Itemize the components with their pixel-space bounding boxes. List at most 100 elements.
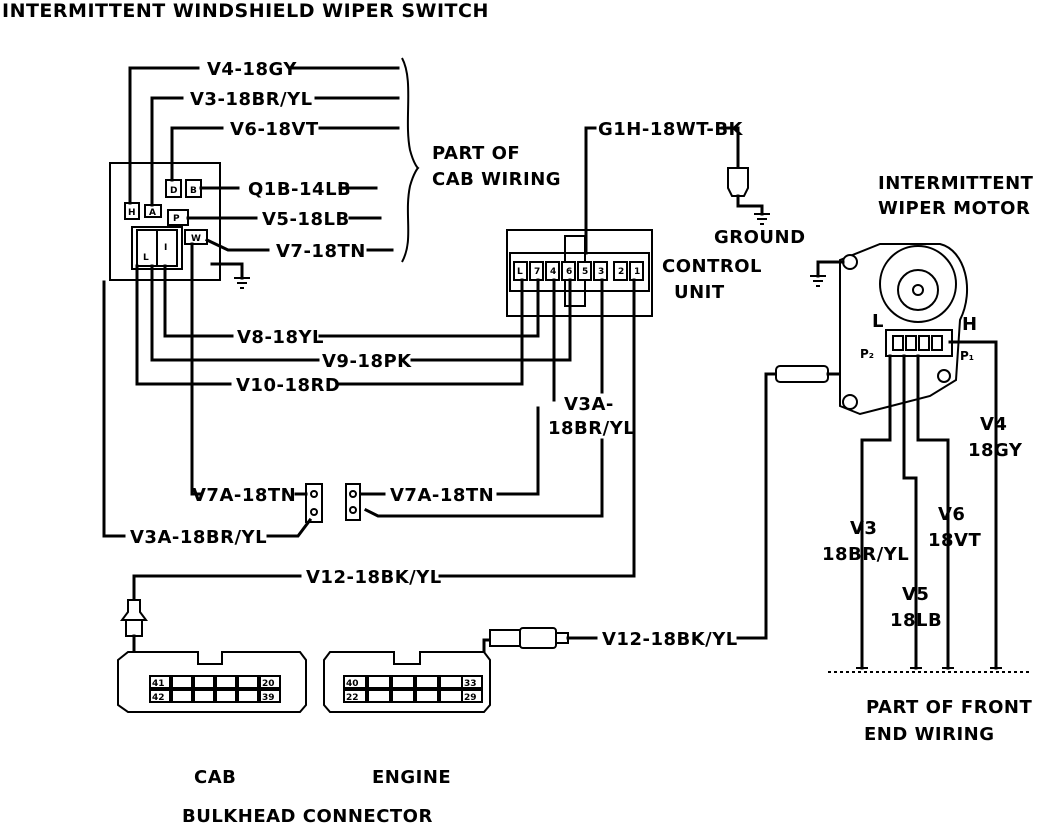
wire-v10-right xyxy=(336,278,524,386)
label-v3a-bottom: V3A-18BR/YL xyxy=(130,527,267,548)
label-v7a-left: V7A-18TN xyxy=(192,485,296,506)
label-v12-top: V12-18BK/YL xyxy=(306,567,442,588)
cab-wiring-line2: CAB WIRING xyxy=(432,169,561,190)
wire-front-v6 xyxy=(916,354,950,670)
wire-v7a-right xyxy=(496,278,556,496)
label-v7: V7-18TN xyxy=(276,241,366,262)
svg-text:1: 1 xyxy=(634,267,640,277)
wire-front-v5 xyxy=(902,354,918,670)
bulkhead-cab-label: CAB xyxy=(194,767,236,788)
label-q1b: Q1B-14LB xyxy=(248,179,351,200)
v12-cab-terminal xyxy=(125,619,143,637)
svg-text:6: 6 xyxy=(566,267,572,277)
wire-v4-switch xyxy=(128,66,200,205)
v12-socket xyxy=(519,627,557,649)
wire-v6-switch xyxy=(170,126,224,182)
cab-wiring-brace xyxy=(401,57,420,263)
label-front-v4-2: 18GY xyxy=(968,440,1023,461)
label-front-v5-2: 18LB xyxy=(890,610,942,631)
label-front-v3-1: V3 xyxy=(850,518,877,539)
bulkhead-caption: BULKHEAD CONNECTOR xyxy=(182,806,433,824)
label-v6: V6-18VT xyxy=(230,119,319,140)
control-unit-connector xyxy=(509,252,650,292)
v12-motor-connector xyxy=(775,365,829,383)
switch-plug xyxy=(131,226,183,270)
svg-text:D: D xyxy=(170,186,177,196)
svg-text:41: 41 xyxy=(152,679,165,689)
label-v3: V3-18BR/YL xyxy=(190,89,313,110)
wire-v8-left xyxy=(163,264,234,338)
wire-v3a-bottom-left xyxy=(102,280,126,538)
ground-label: GROUND xyxy=(714,227,806,248)
motor-terminal-p2: P₂ xyxy=(860,347,874,361)
svg-text:40: 40 xyxy=(346,679,359,689)
label-v4: V4-18GY xyxy=(207,59,297,80)
label-v7a-right: V7A-18TN xyxy=(390,485,494,506)
label-v8: V8-18YL xyxy=(237,327,324,348)
wire-v12-right-run xyxy=(438,278,636,578)
svg-text:20: 20 xyxy=(262,679,275,689)
svg-text:33: 33 xyxy=(464,679,477,689)
control-unit-line1: CONTROL xyxy=(662,256,762,277)
svg-text:L: L xyxy=(517,267,523,277)
switch-terminals: H A D B P W L I xyxy=(124,179,208,270)
label-g1h: G1H-18WT-BK xyxy=(598,119,744,140)
svg-text:I: I xyxy=(164,243,167,253)
wire-v12-left-run xyxy=(132,574,302,602)
label-v5: V5-18LB xyxy=(262,209,350,230)
control-unit-line2: UNIT xyxy=(674,282,725,303)
motor-terminal-l: L xyxy=(872,311,884,332)
ground-symbol xyxy=(754,213,770,225)
wire-g1h-right xyxy=(720,126,740,170)
svg-text:W: W xyxy=(191,234,201,244)
svg-text:29: 29 xyxy=(464,693,477,703)
v12-tip xyxy=(555,632,569,644)
svg-text:3: 3 xyxy=(598,267,604,277)
ground-lead xyxy=(736,194,764,216)
wire-v3-switch xyxy=(150,96,184,207)
label-front-v5-1: V5 xyxy=(902,584,929,605)
wire-v7a-left xyxy=(190,242,202,496)
v7a-connector-left xyxy=(305,483,323,523)
wire-v9-left xyxy=(150,264,320,362)
svg-text:A: A xyxy=(149,208,156,218)
wire-front-v3 xyxy=(860,354,892,670)
svg-text:2: 2 xyxy=(618,267,624,277)
motor-label-line1: INTERMITTENT xyxy=(878,173,1034,194)
label-front-v6-1: V6 xyxy=(938,504,965,525)
engine-connector-cells: 40 22 33 29 xyxy=(343,675,483,703)
svg-text:5: 5 xyxy=(582,267,588,277)
motor-mount-bottom xyxy=(842,394,858,410)
switch-ground-wire xyxy=(210,262,244,280)
motor-terminal-p1: P₁ xyxy=(960,349,974,363)
svg-text:4: 4 xyxy=(550,267,556,277)
cab-wiring-line1: PART OF xyxy=(432,143,520,164)
label-v3a-1: V3A- xyxy=(564,394,614,415)
v12-cab-splice xyxy=(120,599,148,621)
wire-v12-to-motor xyxy=(736,372,778,640)
label-front-v6-2: 18VT xyxy=(928,530,981,551)
motor-ground-symbol xyxy=(810,275,826,287)
svg-text:7: 7 xyxy=(534,267,540,277)
svg-text:B: B xyxy=(190,186,197,196)
wire-front-v4 xyxy=(948,340,998,670)
svg-text:22: 22 xyxy=(346,693,359,703)
label-v10: V10-18RD xyxy=(236,375,340,396)
label-v12-right: V12-18BK/YL xyxy=(602,629,738,650)
wire-v7-switch xyxy=(205,238,270,252)
cab-connector-cells: 41 42 20 39 xyxy=(149,675,281,703)
svg-text:P: P xyxy=(173,214,180,224)
wire-v3a-down xyxy=(363,438,604,518)
control-unit-pins: L 7 4 6 5 3 2 1 xyxy=(513,261,644,281)
switch-pin-i xyxy=(156,229,178,267)
switch-ground-symbol xyxy=(234,277,250,289)
v7a-connector-right xyxy=(345,483,361,521)
diagram-title: INTERMITTENT WINDSHIELD WIPER SWITCH xyxy=(2,0,489,22)
label-front-v4-1: V4 xyxy=(980,414,1007,435)
ground-terminal xyxy=(727,167,749,197)
motor-drive-hub xyxy=(912,284,924,296)
svg-text:42: 42 xyxy=(152,693,165,703)
wire-v3a-bottom-right xyxy=(266,517,313,538)
